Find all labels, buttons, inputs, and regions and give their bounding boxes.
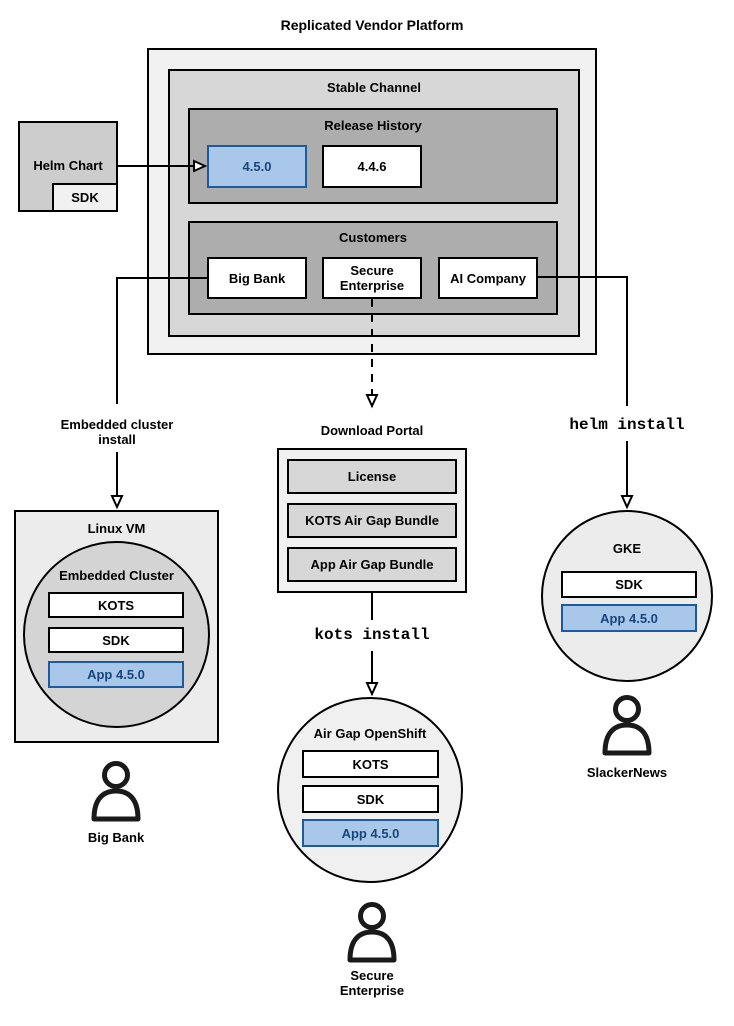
linux-vm-label: Linux VM — [87, 521, 146, 536]
portal-app-bundle-box: App Air Gap Bundle — [287, 547, 457, 582]
diagram-title: Replicated Vendor Platform — [280, 17, 464, 33]
download-portal-label: Download Portal — [320, 423, 424, 438]
embedded-cluster-install-label: Embedded cluster install — [60, 417, 174, 447]
middle-sdk-box: SDK — [302, 785, 439, 813]
left-kots-box: KOTS — [48, 592, 184, 618]
left-app-box: App 4.5.0 — [48, 661, 184, 688]
right-app-box: App 4.5.0 — [561, 604, 697, 632]
middle-user-label: Secure Enterprise — [339, 968, 405, 998]
customer-secure-enterprise-box: Secure Enterprise — [322, 257, 422, 299]
customers-label: Customers — [339, 230, 407, 245]
right-user-label: SlackerNews — [586, 765, 668, 780]
middle-kots-box: KOTS — [302, 750, 439, 778]
embedded-cluster-label: Embedded Cluster — [59, 568, 174, 583]
big-bank-user-icon — [94, 764, 138, 820]
secure-enterprise-user-icon — [350, 905, 394, 961]
portal-kots-bundle-box: KOTS Air Gap Bundle — [287, 503, 457, 538]
middle-app-box: App 4.5.0 — [302, 819, 439, 847]
helm-chart-label: Helm Chart — [33, 158, 103, 173]
stable-channel-label: Stable Channel — [327, 80, 421, 95]
helm-sdk-box: SDK — [52, 183, 118, 212]
kots-install-label: kots install — [314, 626, 430, 644]
helm-install-label: helm install — [569, 416, 685, 434]
left-sdk-box: SDK — [48, 627, 184, 653]
right-sdk-box: SDK — [561, 571, 697, 598]
release-previous-box: 4.4.6 — [322, 145, 422, 188]
air-gap-openshift-label: Air Gap OpenShift — [313, 726, 427, 741]
customer-big-bank-box: Big Bank — [207, 257, 307, 299]
portal-license-box: License — [287, 459, 457, 494]
gke-label: GKE — [612, 541, 642, 556]
customer-ai-company-box: AI Company — [438, 257, 538, 299]
left-user-label: Big Bank — [87, 830, 145, 845]
release-current-box: 4.5.0 — [207, 145, 307, 188]
slackernews-user-icon — [605, 698, 649, 754]
release-history-label: Release History — [324, 118, 422, 133]
